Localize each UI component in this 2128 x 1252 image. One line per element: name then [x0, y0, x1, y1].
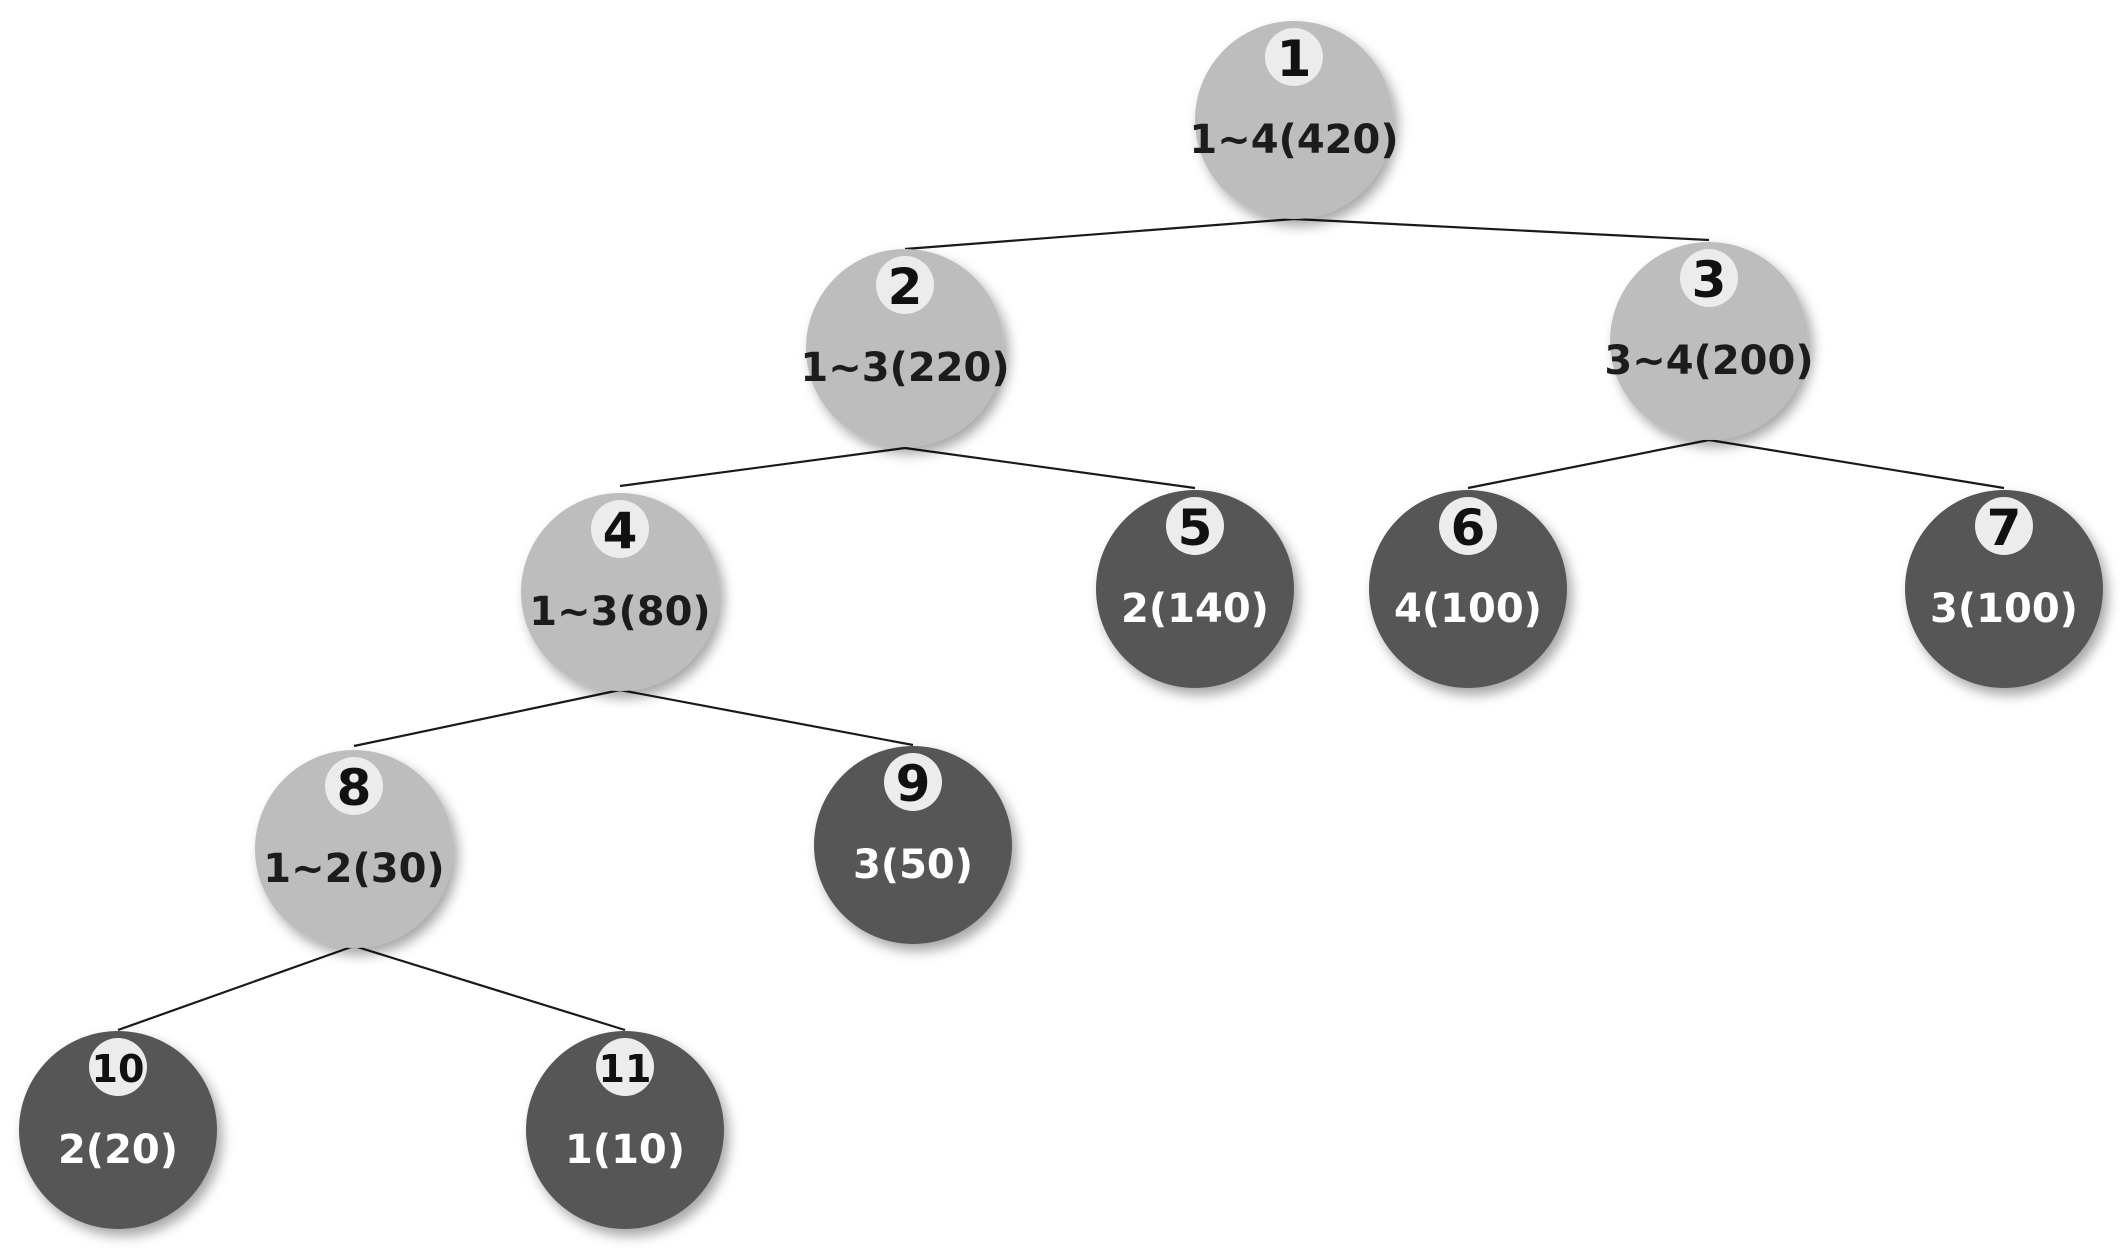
node-label-4: 1~3(80)	[529, 589, 710, 635]
node-label-1: 1~4(420)	[1189, 117, 1398, 163]
node-label-6: 4(100)	[1394, 586, 1542, 632]
node-label-5: 2(140)	[1121, 586, 1269, 632]
node-id-badge-9	[884, 753, 942, 811]
node-circle-11	[526, 1031, 724, 1229]
node-id-9: 9	[896, 755, 931, 813]
node-label-8: 1~2(30)	[263, 846, 444, 892]
node-id-badge-1	[1265, 28, 1323, 86]
node-id-5: 5	[1178, 499, 1213, 557]
tree-node-5: 5 2(140)	[1096, 490, 1294, 688]
tree-node-6: 6 4(100)	[1369, 490, 1567, 688]
node-label-2: 1~3(220)	[800, 345, 1009, 391]
tree-edge-8-11	[353, 944, 626, 1032]
tree-node-1: 1 1~4(420)	[1189, 21, 1399, 219]
node-label-7: 3(100)	[1930, 586, 2078, 632]
tree-node-10: 10 2(20)	[19, 1031, 217, 1229]
tree-node-3: 3 3~4(200)	[1604, 242, 1814, 440]
tree-edge-1-2	[904, 217, 1295, 251]
node-id-badge-3	[1680, 249, 1738, 307]
node-circle-2	[806, 249, 1004, 447]
tree-node-2: 2 1~3(220)	[800, 249, 1010, 447]
node-label-11: 1(10)	[565, 1127, 685, 1173]
node-id-badge-8	[325, 757, 383, 815]
node-id-badge-5	[1166, 497, 1224, 555]
tree-edge-4-9	[619, 688, 914, 747]
node-id-6: 6	[1451, 499, 1486, 557]
node-id-3: 3	[1692, 251, 1727, 309]
tree-edge-4-8	[353, 688, 621, 748]
node-circle-3	[1610, 242, 1808, 440]
tree-nodes: 1 1~4(420) 2 1~3(220) 3 3~4(200) 4 1~3(80) 5 2(14…	[19, 21, 2103, 1229]
tree-node-9: 9 3(50)	[814, 746, 1012, 944]
node-circle-8	[255, 750, 453, 948]
tree-node-4: 4 1~3(80)	[521, 493, 719, 691]
tree-node-8: 8 1~2(30)	[255, 750, 453, 948]
node-id-badge-10	[89, 1038, 147, 1096]
node-id-badge-4	[591, 500, 649, 558]
node-id-badge-2	[876, 256, 934, 314]
tree-edge-2-4	[619, 446, 906, 488]
tree-edge-3-6	[1467, 438, 1710, 490]
node-id-badge-6	[1439, 497, 1497, 555]
node-id-8: 8	[337, 759, 372, 817]
tree-node-11: 11 1(10)	[526, 1031, 724, 1229]
tree-edges	[117, 217, 2005, 1032]
node-label-3: 3~4(200)	[1604, 338, 1813, 384]
tree-node-7: 7 3(100)	[1905, 490, 2103, 688]
node-id-11: 11	[599, 1047, 652, 1091]
tree-edge-2-5	[904, 446, 1196, 490]
node-circle-7	[1905, 490, 2103, 688]
node-id-4: 4	[603, 502, 638, 560]
node-id-7: 7	[1987, 499, 2022, 557]
node-circle-10	[19, 1031, 217, 1229]
node-circle-6	[1369, 490, 1567, 688]
node-circle-1	[1195, 21, 1393, 219]
node-id-badge-11	[596, 1038, 654, 1096]
node-circle-5	[1096, 490, 1294, 688]
node-label-10: 2(20)	[58, 1127, 178, 1173]
tree-edge-3-7	[1708, 438, 2005, 490]
node-circle-4	[521, 493, 719, 691]
node-id-10: 10	[92, 1047, 145, 1091]
node-label-9: 3(50)	[853, 842, 973, 888]
tree-edge-8-10	[117, 944, 355, 1032]
tree-edge-1-3	[1293, 217, 1710, 242]
node-id-2: 2	[888, 258, 923, 316]
node-circle-9	[814, 746, 1012, 944]
node-id-1: 1	[1277, 30, 1312, 88]
node-id-badge-7	[1975, 497, 2033, 555]
